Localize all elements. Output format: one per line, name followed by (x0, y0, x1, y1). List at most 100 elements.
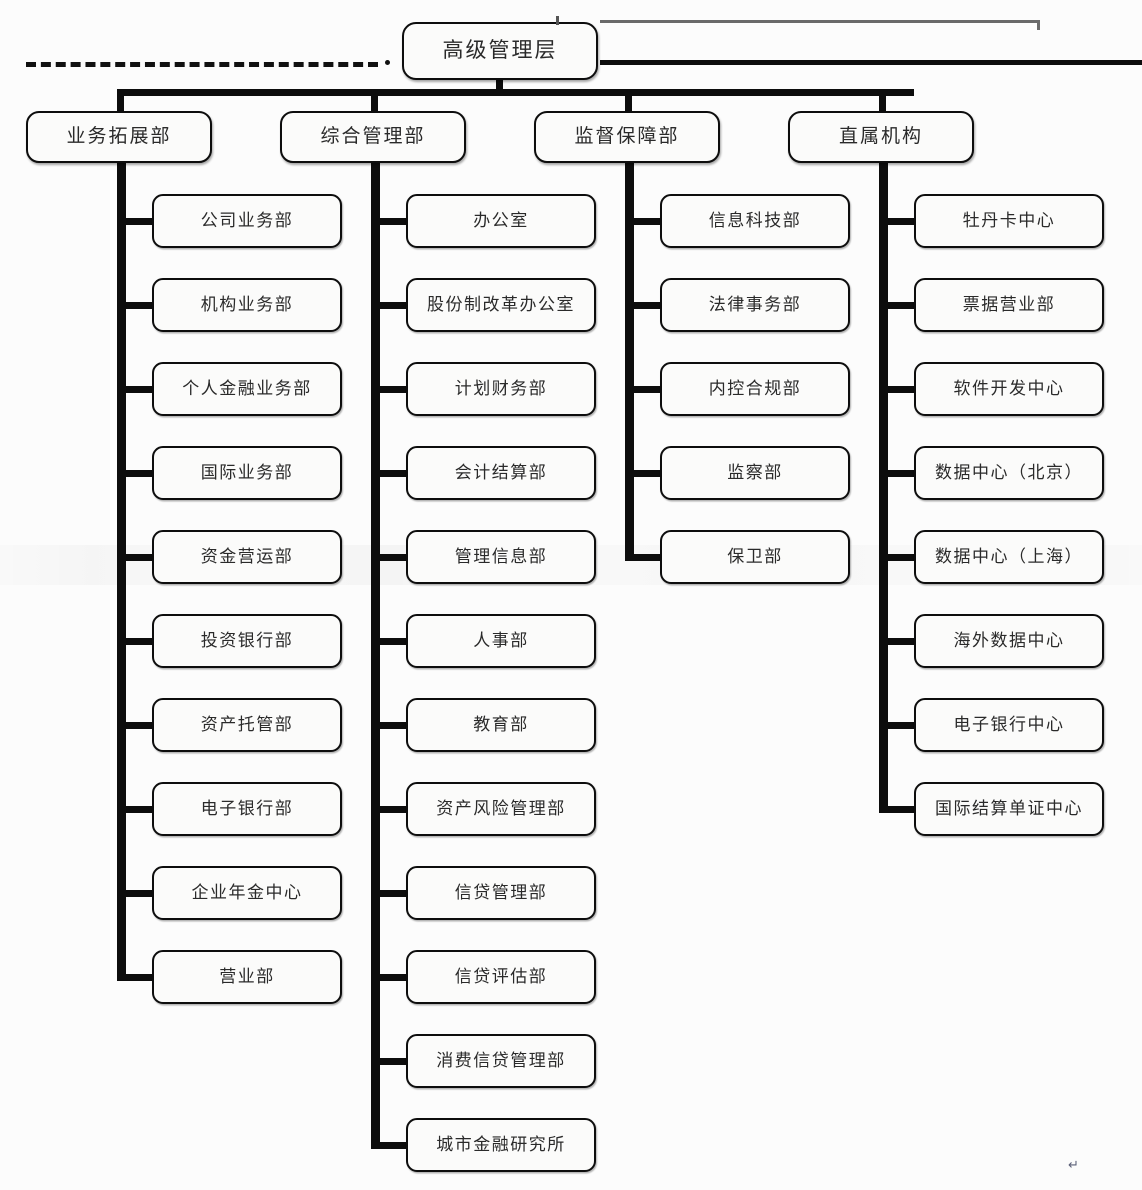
node-branch-2-item-11-label: 消费信贷管理部 (436, 1050, 566, 1070)
node-branch-1-item-7-label: 资产托管部 (200, 714, 294, 734)
node-branch-2-label: 综合管理部 (320, 125, 426, 147)
node-branch-1[interactable]: 业务拓展部 (26, 111, 212, 163)
node-branch-2-item-9[interactable]: 信贷管理部 (406, 866, 596, 920)
node-branch-2-item-3[interactable]: 计划财务部 (406, 362, 596, 416)
node-root-label: 高级管理层 (442, 38, 558, 63)
connector-stub-branch-1-item-2 (117, 301, 156, 309)
connector-stub-branch-1-item-9 (117, 889, 156, 897)
node-branch-4-label: 直属机构 (838, 125, 923, 147)
node-branch-2-item-12-label: 城市金融研究所 (436, 1134, 566, 1154)
connector-stub-branch-2-item-3 (371, 385, 410, 393)
connector-stub-branch-3-item-2 (625, 301, 664, 309)
node-branch-2-item-1[interactable]: 办公室 (406, 194, 596, 248)
node-branch-4-item-7[interactable]: 电子银行中心 (914, 698, 1104, 752)
node-branch-2-item-11[interactable]: 消费信贷管理部 (406, 1034, 596, 1088)
node-root[interactable]: 高级管理层 (402, 22, 598, 80)
node-branch-4-item-1[interactable]: 牡丹卡中心 (914, 194, 1104, 248)
top-left-dash-dot-rule (26, 62, 378, 67)
connector-stub-branch-1-item-5 (117, 553, 156, 561)
node-branch-3-item-2[interactable]: 法律事务部 (660, 278, 850, 332)
top-right-thick-rule (600, 60, 1142, 65)
node-branch-3[interactable]: 监督保障部 (534, 111, 720, 163)
node-branch-2-item-6-label: 人事部 (473, 630, 529, 650)
connector-stub-branch-1-item-7 (117, 721, 156, 729)
node-branch-2-item-9-label: 信贷管理部 (454, 882, 548, 902)
node-branch-2-item-5-label: 管理信息部 (454, 546, 548, 566)
connector-stub-branch-3-item-1 (625, 217, 664, 225)
connector-drop-branch-1 (117, 89, 124, 113)
end-of-content-mark: ↵ (1068, 1158, 1079, 1173)
node-branch-2-item-7[interactable]: 教育部 (406, 698, 596, 752)
node-branch-2-item-8[interactable]: 资产风险管理部 (406, 782, 596, 836)
node-branch-4-item-3[interactable]: 软件开发中心 (914, 362, 1104, 416)
connector-stub-branch-2-item-8 (371, 805, 410, 813)
connector-stub-branch-3-item-4 (625, 469, 664, 477)
connector-stub-branch-2-item-10 (371, 973, 410, 981)
node-branch-2-item-8-label: 资产风险管理部 (436, 798, 566, 818)
node-branch-1-item-3-label: 个人金融业务部 (182, 378, 312, 398)
node-branch-2-item-3-label: 计划财务部 (454, 378, 548, 398)
node-branch-3-item-5[interactable]: 保卫部 (660, 530, 850, 584)
node-branch-3-item-4[interactable]: 监察部 (660, 446, 850, 500)
connector-stub-branch-4-item-1 (879, 217, 918, 225)
node-branch-3-item-1[interactable]: 信息科技部 (660, 194, 850, 248)
node-branch-1-item-1-label: 公司业务部 (200, 210, 294, 230)
top-left-rule-end-dot (385, 60, 390, 65)
node-branch-2-item-4-label: 会计结算部 (454, 462, 548, 482)
node-branch-2-item-1-label: 办公室 (473, 210, 529, 230)
node-branch-4-item-2-label: 票据营业部 (962, 294, 1056, 314)
node-branch-2-item-12[interactable]: 城市金融研究所 (406, 1118, 596, 1172)
connector-stub-branch-2-item-11 (371, 1057, 410, 1065)
node-branch-4-item-6[interactable]: 海外数据中心 (914, 614, 1104, 668)
connector-drop-branch-2 (371, 89, 378, 113)
connector-stub-branch-4-item-3 (879, 385, 918, 393)
node-branch-2-item-6[interactable]: 人事部 (406, 614, 596, 668)
top-right-thin-rule (600, 20, 1040, 23)
node-branch-4-item-2[interactable]: 票据营业部 (914, 278, 1104, 332)
node-branch-1-item-6-label: 投资银行部 (200, 630, 294, 650)
node-branch-1-item-1[interactable]: 公司业务部 (152, 194, 342, 248)
node-branch-1-item-2[interactable]: 机构业务部 (152, 278, 342, 332)
node-branch-2-item-2[interactable]: 股份制改革办公室 (406, 278, 596, 332)
node-branch-1-item-9-label: 企业年金中心 (191, 882, 303, 902)
node-branch-3-item-5-label: 保卫部 (727, 546, 783, 566)
connector-spine-branch-4 (879, 161, 888, 813)
connector-stub-branch-2-item-2 (371, 301, 410, 309)
connector-drop-branch-4 (879, 89, 886, 113)
top-right-thin-rule-end-tick (1037, 20, 1040, 30)
node-branch-3-item-3[interactable]: 内控合规部 (660, 362, 850, 416)
node-branch-4[interactable]: 直属机构 (788, 111, 974, 163)
node-branch-1-item-8-label: 电子银行部 (200, 798, 294, 818)
connector-stub-branch-1-item-1 (117, 217, 156, 225)
connector-stub-branch-3-item-5 (625, 553, 664, 561)
node-branch-1-item-5-label: 资金营运部 (200, 546, 294, 566)
root-box-top-tick (556, 16, 559, 25)
node-branch-1-label: 业务拓展部 (66, 125, 172, 147)
connector-stub-branch-1-item-4 (117, 469, 156, 477)
node-branch-1-item-10[interactable]: 营业部 (152, 950, 342, 1004)
connector-stub-branch-1-item-10 (117, 973, 156, 981)
node-branch-1-item-3[interactable]: 个人金融业务部 (152, 362, 342, 416)
node-branch-3-item-1-label: 信息科技部 (708, 210, 802, 230)
node-branch-1-item-4-label: 国际业务部 (200, 462, 294, 482)
node-branch-1-item-8[interactable]: 电子银行部 (152, 782, 342, 836)
connector-spine-branch-3 (625, 161, 634, 561)
node-branch-4-item-5[interactable]: 数据中心（上海） (914, 530, 1104, 584)
node-branch-4-item-3-label: 软件开发中心 (953, 378, 1065, 398)
node-branch-2-item-5[interactable]: 管理信息部 (406, 530, 596, 584)
connector-stub-branch-1-item-3 (117, 385, 156, 393)
connector-stub-branch-2-item-9 (371, 889, 410, 897)
connector-stub-branch-2-item-12 (371, 1141, 410, 1149)
node-branch-4-item-4[interactable]: 数据中心（北京） (914, 446, 1104, 500)
connector-stub-branch-2-item-6 (371, 637, 410, 645)
node-branch-1-item-6[interactable]: 投资银行部 (152, 614, 342, 668)
node-branch-4-item-8[interactable]: 国际结算单证中心 (914, 782, 1104, 836)
node-branch-1-item-7[interactable]: 资产托管部 (152, 698, 342, 752)
node-branch-1-item-4[interactable]: 国际业务部 (152, 446, 342, 500)
node-branch-2[interactable]: 综合管理部 (280, 111, 466, 163)
node-branch-2-item-4[interactable]: 会计结算部 (406, 446, 596, 500)
node-branch-1-item-5[interactable]: 资金营运部 (152, 530, 342, 584)
node-branch-1-item-9[interactable]: 企业年金中心 (152, 866, 342, 920)
node-branch-4-item-8-label: 国际结算单证中心 (935, 798, 1083, 818)
node-branch-2-item-10[interactable]: 信贷评估部 (406, 950, 596, 1004)
